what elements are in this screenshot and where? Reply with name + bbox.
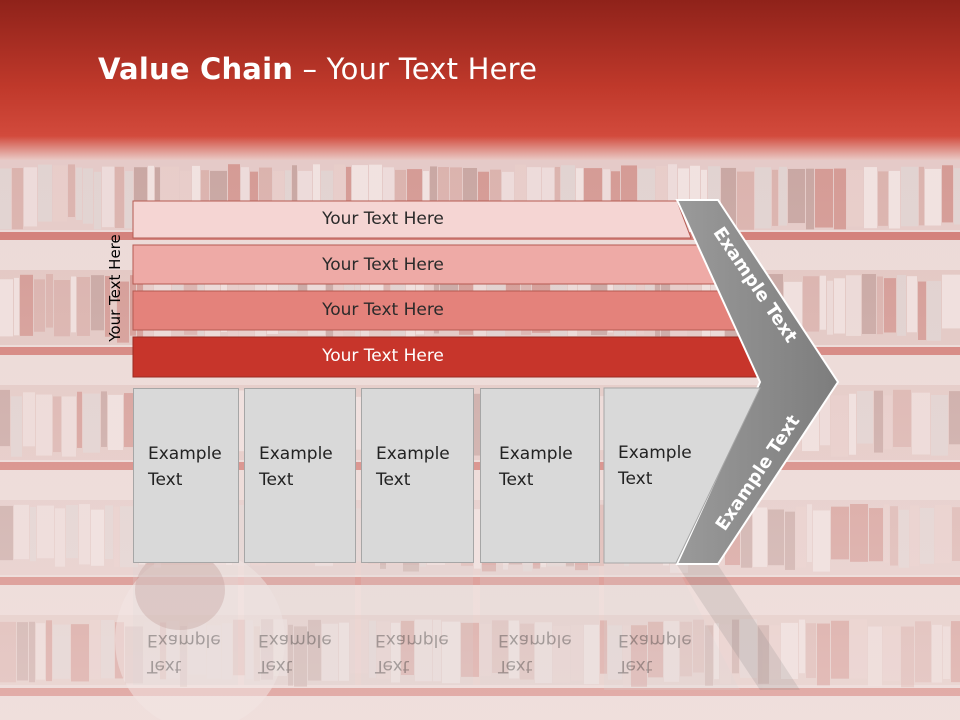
reflection-3: Text Example [361, 565, 474, 685]
cell-line-1: Example [618, 443, 692, 463]
reflection-2: Text Example [244, 565, 356, 685]
bar-3: Your Text Here [133, 292, 693, 328]
cell-line-1: Example [259, 444, 333, 464]
chevron-arrow [675, 199, 840, 565]
cell-line-1: Example [376, 444, 450, 464]
refl-line-2: Text [498, 656, 533, 676]
refl-line-1: Example [258, 630, 332, 650]
cell-2: Example Text [244, 388, 356, 563]
reflection-text: Text Example [258, 627, 332, 679]
cell-line-1: Example [499, 444, 573, 464]
reflection-text: Text Example [498, 627, 572, 679]
cell-shape-5 [603, 387, 761, 564]
refl-line-2: Text [375, 656, 410, 676]
cell-line-2: Text [376, 470, 411, 490]
cell-1: Example Text [133, 388, 239, 563]
bar-label: Your Text Here [322, 209, 444, 229]
title-rest: – Your Text Here [293, 52, 538, 86]
bar-shape-1 [132, 200, 692, 239]
refl-line-2: Text [258, 656, 293, 676]
bar-label: Your Text Here [322, 300, 444, 320]
cell-line-2: Text [148, 470, 183, 490]
bar-2: Your Text Here [133, 247, 693, 283]
reflection-text: Text Example [147, 627, 221, 679]
cell-text: Example Text [376, 441, 466, 493]
cell-text: Example Text [259, 441, 349, 493]
reflection-text: Text Example [375, 627, 449, 679]
cell-text: Example Text [499, 441, 589, 493]
bar-4: Your Text Here [133, 338, 693, 374]
cell-reflection-4 [480, 565, 599, 685]
cell-line-1: Example [148, 444, 222, 464]
refl-line-1: Example [498, 630, 572, 650]
bar-1: Your Text Here [133, 201, 693, 237]
reflection-text: Text Example [618, 627, 692, 679]
slide-title: Value Chain – Your Text Here [98, 52, 537, 86]
cell-5: Example Text [604, 388, 704, 563]
cell-reflection-2 [244, 565, 355, 685]
refl-line-2: Text [618, 656, 653, 676]
cell-text: Example Text [618, 440, 692, 492]
chevron-reflection [677, 565, 800, 690]
cell-line-2: Text [259, 470, 294, 490]
cell-reflection-5 [604, 565, 740, 690]
bar-label: Your Text Here [322, 346, 444, 366]
cell-reflection-1 [133, 565, 238, 685]
reflection-1: Text Example [133, 565, 239, 685]
refl-line-1: Example [375, 630, 449, 650]
cell-4: Example Text [480, 388, 600, 563]
title-bold: Value Chain [98, 52, 294, 86]
cell-3: Example Text [361, 388, 474, 563]
refl-line-1: Example [618, 630, 692, 650]
refl-line-2: Text [147, 656, 182, 676]
refl-line-1: Example [147, 630, 221, 650]
reflection-4: Text Example [480, 565, 600, 685]
cell-reflection-3 [361, 565, 473, 685]
cell-text: Example Text [148, 441, 238, 493]
bar-label: Your Text Here [322, 255, 444, 275]
cell-line-2: Text [618, 469, 653, 489]
cell-line-2: Text [499, 470, 534, 490]
reflection-5: Text Example [604, 565, 714, 685]
